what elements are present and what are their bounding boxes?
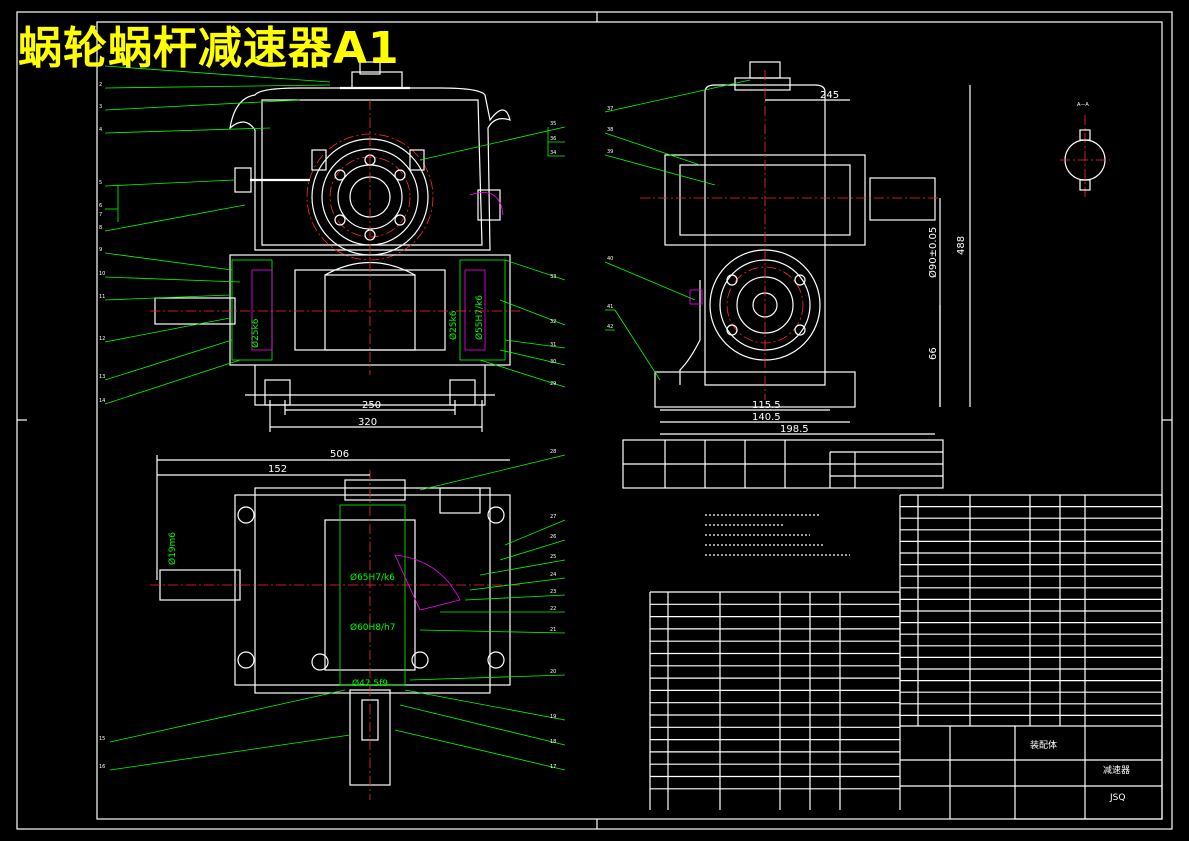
balloon-30: 30 bbox=[550, 359, 556, 365]
dim-245: 245 bbox=[820, 90, 839, 101]
balloon-38: 38 bbox=[607, 127, 613, 133]
part-name: 装配体 bbox=[1030, 739, 1057, 751]
balloon-1: 1 bbox=[99, 60, 102, 66]
balloon-35: 35 bbox=[550, 121, 556, 127]
balloon-3: 3 bbox=[99, 104, 102, 110]
dim-140: 140.5 bbox=[752, 412, 781, 423]
dim-506: 506 bbox=[330, 449, 349, 460]
outer-border bbox=[16, 11, 1173, 830]
parameter-table bbox=[622, 439, 944, 489]
fit-60: Ø60H8/h7 bbox=[350, 622, 396, 633]
balloon-40: 40 bbox=[607, 256, 613, 262]
fit-65: Ø65H7/k6 bbox=[350, 572, 395, 583]
balloon-12: 12 bbox=[99, 336, 105, 342]
balloon-29: 29 bbox=[550, 381, 556, 387]
balloon-27: 27 bbox=[550, 514, 556, 520]
front-view: 250 320 Ø25k6 Ø55H7/k6 Ø25k6 bbox=[150, 61, 520, 432]
balloon-36: 36 bbox=[550, 136, 556, 142]
balloon-16: 16 bbox=[99, 764, 105, 770]
section-label: A—A bbox=[1077, 102, 1089, 108]
parts-list bbox=[649, 494, 1163, 819]
fit-19: Ø19m6 bbox=[167, 532, 178, 565]
side-view: 245 488 Ø90±0.05 66 115.5 140.5 198.5 bbox=[640, 61, 971, 435]
balloon-26: 26 bbox=[550, 534, 556, 540]
balloon-2: 2 bbox=[99, 82, 102, 88]
balloon-6: 6 bbox=[99, 203, 102, 209]
balloon-41: 41 bbox=[607, 304, 613, 310]
balloon-37: 37 bbox=[607, 106, 613, 112]
dim-198: 198.5 bbox=[780, 424, 809, 435]
fit-right-a: Ø55H7/k6 bbox=[474, 295, 485, 340]
balloon-20: 20 bbox=[550, 669, 556, 675]
fit-right-b: Ø25k6 bbox=[448, 310, 459, 340]
balloon-25: 25 bbox=[550, 554, 556, 560]
balloon-32: 32 bbox=[550, 319, 556, 325]
balloon-34: 34 bbox=[550, 150, 556, 156]
drawing-title: 蜗轮蜗杆减速器A1 bbox=[18, 23, 400, 74]
title-block: 装配体 减速器 JSQ bbox=[1014, 725, 1163, 820]
dim-488: 488 bbox=[956, 236, 967, 255]
dim-115: 115.5 bbox=[752, 400, 781, 411]
dim-320: 320 bbox=[358, 417, 377, 428]
drawing-name: 减速器 bbox=[1103, 764, 1130, 776]
top-view: 506 152 Ø19m6 Ø65H7/k6 Ø60H8/h7 Ø47.5f9 bbox=[150, 449, 520, 800]
balloon-14: 14 bbox=[99, 398, 105, 404]
balloon-39: 39 bbox=[607, 149, 613, 155]
drawing-code: JSQ bbox=[1109, 793, 1125, 803]
balloon-11: 11 bbox=[99, 294, 105, 300]
dim-66: 66 bbox=[928, 347, 939, 360]
top-view-leaders bbox=[109, 454, 566, 771]
balloon-8: 8 bbox=[99, 225, 102, 231]
front-view-leaders bbox=[104, 65, 566, 405]
balloon-15: 15 bbox=[99, 736, 105, 742]
section-a-a: A—A bbox=[1060, 102, 1110, 200]
side-view-leaders bbox=[604, 79, 751, 381]
balloon-21: 21 bbox=[550, 627, 556, 633]
dim-152: 152 bbox=[268, 464, 287, 475]
balloon-17: 17 bbox=[550, 764, 556, 770]
dim-250: 250 bbox=[362, 400, 381, 411]
balloon-7: 7 bbox=[99, 212, 102, 218]
balloon-13: 13 bbox=[99, 374, 105, 380]
balloon-24: 24 bbox=[550, 572, 556, 578]
balloon-10: 10 bbox=[99, 271, 105, 277]
balloon-9: 9 bbox=[99, 247, 102, 253]
balloon-19: 19 bbox=[550, 714, 556, 720]
balloon-22: 22 bbox=[550, 606, 556, 612]
balloon-42: 42 bbox=[607, 324, 613, 330]
balloon-28: 28 bbox=[550, 449, 556, 455]
technical-notes bbox=[705, 514, 850, 556]
fit-left-a: Ø25k6 bbox=[250, 318, 261, 348]
dim-90: Ø90±0.05 bbox=[927, 227, 939, 278]
balloon-5: 5 bbox=[99, 180, 102, 186]
balloon-18: 18 bbox=[550, 739, 556, 745]
fit-47: Ø47.5f9 bbox=[352, 678, 388, 689]
balloon-4: 4 bbox=[99, 127, 102, 133]
balloon-23: 23 bbox=[550, 589, 556, 595]
balloon-31: 31 bbox=[550, 342, 556, 348]
balloon-33: 33 bbox=[550, 274, 556, 280]
